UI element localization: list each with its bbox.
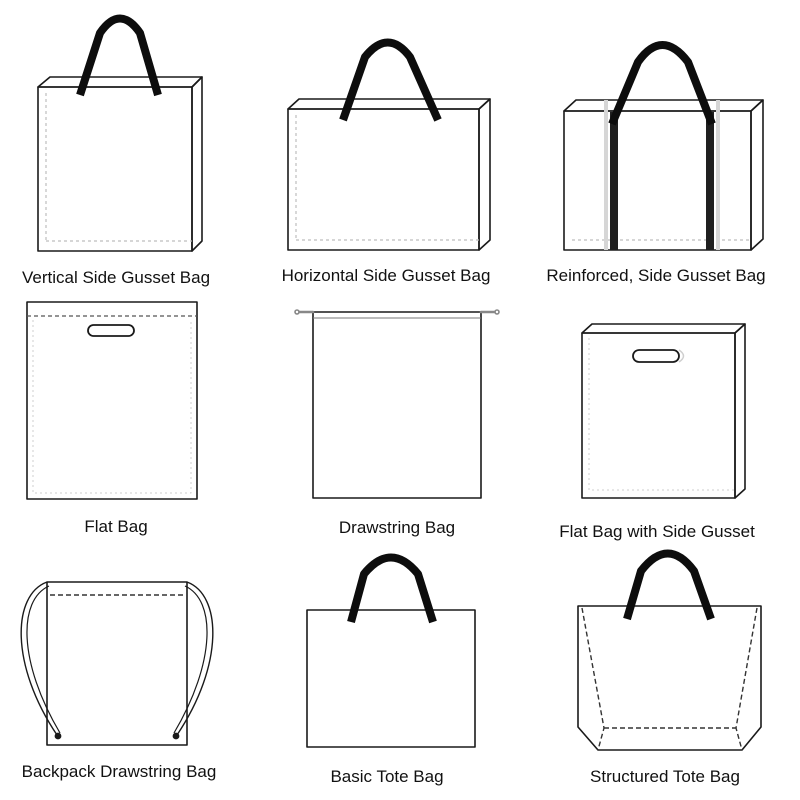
left-grommet	[54, 732, 62, 740]
left-drawstring-inner	[26, 585, 61, 734]
bag-handle	[608, 41, 716, 126]
side-seam-dashes	[32, 320, 192, 494]
bag-front-panel	[563, 110, 752, 251]
bag-side-gusset	[191, 76, 203, 252]
die-cut-handle-icon	[87, 324, 135, 337]
caption-vertical-side-gusset-bag: Vertical Side Gusset Bag	[21, 268, 211, 287]
horizontal-side-gusset-bag-drawing	[287, 38, 491, 251]
reinforcement-strap-left	[610, 112, 618, 250]
bag-handle	[347, 553, 437, 624]
bottom-seam-dashes	[45, 93, 192, 242]
bottom-seam-dashes	[295, 115, 479, 241]
caption-basic-tote-bag: Basic Tote Bag	[330, 767, 444, 786]
bag-handle	[339, 38, 442, 122]
right-drawstring-outer	[176, 581, 214, 736]
cord-end-left	[294, 309, 300, 315]
bag-front-panel	[26, 301, 198, 500]
bag-top-face	[287, 98, 491, 110]
bag-front-panel	[287, 108, 480, 251]
caption-structured-tote-bag: Structured Tote Bag	[590, 767, 740, 786]
bag-front-panel	[46, 581, 188, 746]
caption-horizontal-side-gusset-bag: Horizontal Side Gusset Bag	[281, 266, 491, 285]
bag-front-panel	[37, 86, 193, 252]
bag-front-panel	[312, 311, 482, 499]
caption-drawstring-bag: Drawstring Bag	[338, 518, 456, 537]
die-cut-handle-icon	[632, 349, 680, 363]
bag-handle	[76, 14, 162, 97]
drawstring-bag-drawing	[294, 309, 500, 499]
right-drawstring-inner	[173, 585, 208, 734]
basic-tote-bag-drawing	[306, 553, 476, 748]
bag-top-face	[37, 76, 203, 88]
structured-tote-bag-drawing	[577, 549, 762, 751]
cord-end-right	[494, 309, 500, 315]
reinforcement-strap-left-shadow	[604, 100, 608, 250]
right-grommet	[172, 732, 180, 740]
bag-handle	[623, 549, 715, 621]
bag-side-gusset	[734, 323, 746, 499]
caption-reinforced-side-gusset-bag: Reinforced, Side Gusset Bag	[546, 266, 766, 285]
flat-bag-with-side-gusset-drawing	[581, 323, 746, 499]
vertical-side-gusset-bag-drawing	[37, 14, 203, 252]
bag-side-gusset	[478, 98, 491, 251]
flat-bag-drawing	[26, 301, 198, 500]
side-seam-dashes	[588, 338, 735, 491]
bag-front-panel	[306, 609, 476, 748]
bag-side-gusset	[750, 99, 764, 251]
structure-fold-dashes	[581, 607, 758, 751]
caption-flat-bag: Flat Bag	[84, 517, 148, 536]
caption-flat-bag-with-side-gusset: Flat Bag with Side Gusset	[559, 522, 755, 541]
bag-front-panel	[581, 332, 736, 499]
reinforced-side-gusset-bag-drawing	[563, 41, 764, 251]
reinforcement-strap-right	[706, 112, 714, 250]
bag-top-face	[563, 99, 764, 112]
caption-backpack-drawstring-bag: Backpack Drawstring Bag	[21, 762, 217, 781]
bag-top-face	[581, 323, 746, 334]
backpack-drawstring-bag-drawing	[20, 581, 214, 746]
reinforcement-strap-right-shadow	[716, 100, 720, 250]
handle-shadow	[678, 349, 685, 363]
left-drawstring-outer	[20, 581, 58, 736]
